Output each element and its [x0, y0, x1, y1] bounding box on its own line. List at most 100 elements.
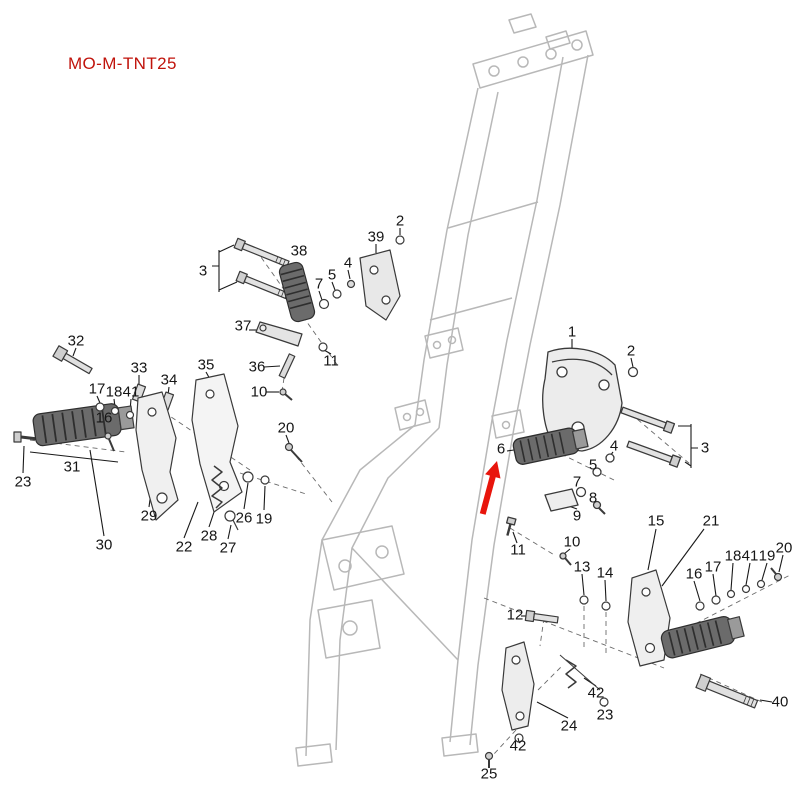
- part-number-label: 4: [609, 437, 619, 455]
- part-number-label: 4: [343, 254, 353, 272]
- washer-part: [579, 595, 589, 605]
- part-number-label: 37: [234, 317, 252, 335]
- washer-part: [605, 453, 615, 463]
- washer-part: [711, 595, 721, 605]
- part-number-label: 6: [496, 440, 506, 458]
- washer-part: [125, 410, 135, 420]
- right-main-parts: [505, 347, 682, 566]
- circlip-part: [627, 366, 639, 378]
- pin-part: [278, 353, 296, 379]
- part-number-label: 28: [200, 527, 218, 545]
- part-number-label: 5: [588, 456, 598, 474]
- right-footpeg: [512, 427, 589, 465]
- lower-right-parts: [484, 567, 783, 768]
- washer-part: [575, 486, 587, 498]
- part-number-label: 23: [14, 473, 32, 491]
- washer-part: [695, 601, 705, 611]
- part-number-label: 20: [775, 539, 793, 557]
- red-arrow: [479, 461, 501, 515]
- part-number-label: 9: [572, 507, 582, 525]
- lower-left-parts: [13, 345, 303, 531]
- part-number-label: 10: [563, 533, 581, 551]
- bolt-part: [524, 609, 559, 624]
- small-bolt-part: [484, 751, 494, 768]
- washer-part: [260, 475, 270, 485]
- part-number-label: 14: [596, 564, 614, 582]
- part-number-label: 34: [160, 371, 178, 389]
- part-number-label: 19: [758, 547, 776, 565]
- washer-part: [601, 601, 611, 611]
- bracket-part: [627, 569, 671, 667]
- washer-part: [242, 471, 254, 483]
- part-number-label: 3: [198, 262, 208, 280]
- part-number-label: 19: [255, 510, 273, 528]
- part-number-label: 7: [314, 275, 324, 293]
- washer-part: [332, 289, 342, 299]
- part-number-label: 25: [480, 765, 498, 783]
- bracket-part: [135, 391, 179, 521]
- part-number-label: 39: [367, 228, 385, 246]
- part-number-label: 2: [626, 342, 636, 360]
- part-number-label: 22: [175, 538, 193, 556]
- part-number-label: 30: [95, 536, 113, 554]
- part-number-label: 41: [122, 383, 140, 401]
- washer-part: [318, 298, 330, 310]
- leader-lines: [22, 228, 784, 766]
- washer-part: [592, 467, 602, 477]
- clip-part: [514, 733, 524, 743]
- hanger-plate-part: [191, 373, 243, 513]
- part-number-label: 36: [248, 358, 266, 376]
- part-number-label: 18: [724, 547, 742, 565]
- part-number-label: 3: [700, 439, 710, 457]
- small-bolt-part: [505, 516, 517, 536]
- clip-part: [224, 510, 239, 531]
- part-number-label: 42: [587, 684, 605, 702]
- part-number-label: 33: [130, 359, 148, 377]
- part-number-label: 17: [88, 380, 106, 398]
- washer-part: [599, 697, 609, 707]
- part-number-label: 16: [685, 565, 703, 583]
- small-bolt-part: [279, 388, 293, 401]
- part-number-label: 13: [573, 558, 591, 576]
- part-number-label: 15: [647, 512, 665, 530]
- part-number-label: 31: [63, 458, 81, 476]
- bolt-part: [620, 406, 676, 434]
- bolt-part: [626, 440, 682, 468]
- part-number-label: 38: [290, 242, 308, 260]
- pin-part: [592, 500, 606, 515]
- part-number-label: 18: [105, 383, 123, 401]
- bracket-part: [359, 249, 401, 321]
- left-footpeg: [32, 403, 135, 447]
- bolt-part: [233, 237, 290, 268]
- bushing-part: [131, 383, 147, 403]
- part-number-label: 7: [572, 473, 582, 491]
- spring-part: [211, 465, 223, 509]
- part-number-label: 8: [588, 489, 598, 507]
- part-number-label: 16: [95, 409, 113, 427]
- washer-part: [726, 589, 736, 599]
- part-number-label: 5: [327, 266, 337, 284]
- part-number-label: 29: [140, 507, 158, 525]
- part-number-label: 2: [395, 212, 405, 230]
- part-number-label: 21: [702, 512, 720, 530]
- part-number-label: 24: [560, 717, 578, 735]
- footpeg-rubber: [278, 261, 316, 323]
- small-bolt-part: [104, 432, 115, 452]
- part-number-label: 12: [506, 606, 524, 624]
- washer-part: [741, 584, 751, 594]
- rear-footpeg: [660, 616, 745, 659]
- circlip-part: [395, 235, 405, 245]
- part-number-label: 20: [277, 419, 295, 437]
- washer-part: [110, 406, 120, 416]
- bolt-part: [284, 442, 303, 463]
- washer-part: [95, 402, 105, 412]
- spring-part: [565, 659, 577, 689]
- part-number-label: 41: [741, 547, 759, 565]
- part-number-label: 40: [771, 693, 789, 711]
- diagram-code: MO-M-TNT25: [68, 54, 177, 73]
- motorcycle-frame: [295, 13, 594, 767]
- upper-left-parts: [233, 235, 405, 401]
